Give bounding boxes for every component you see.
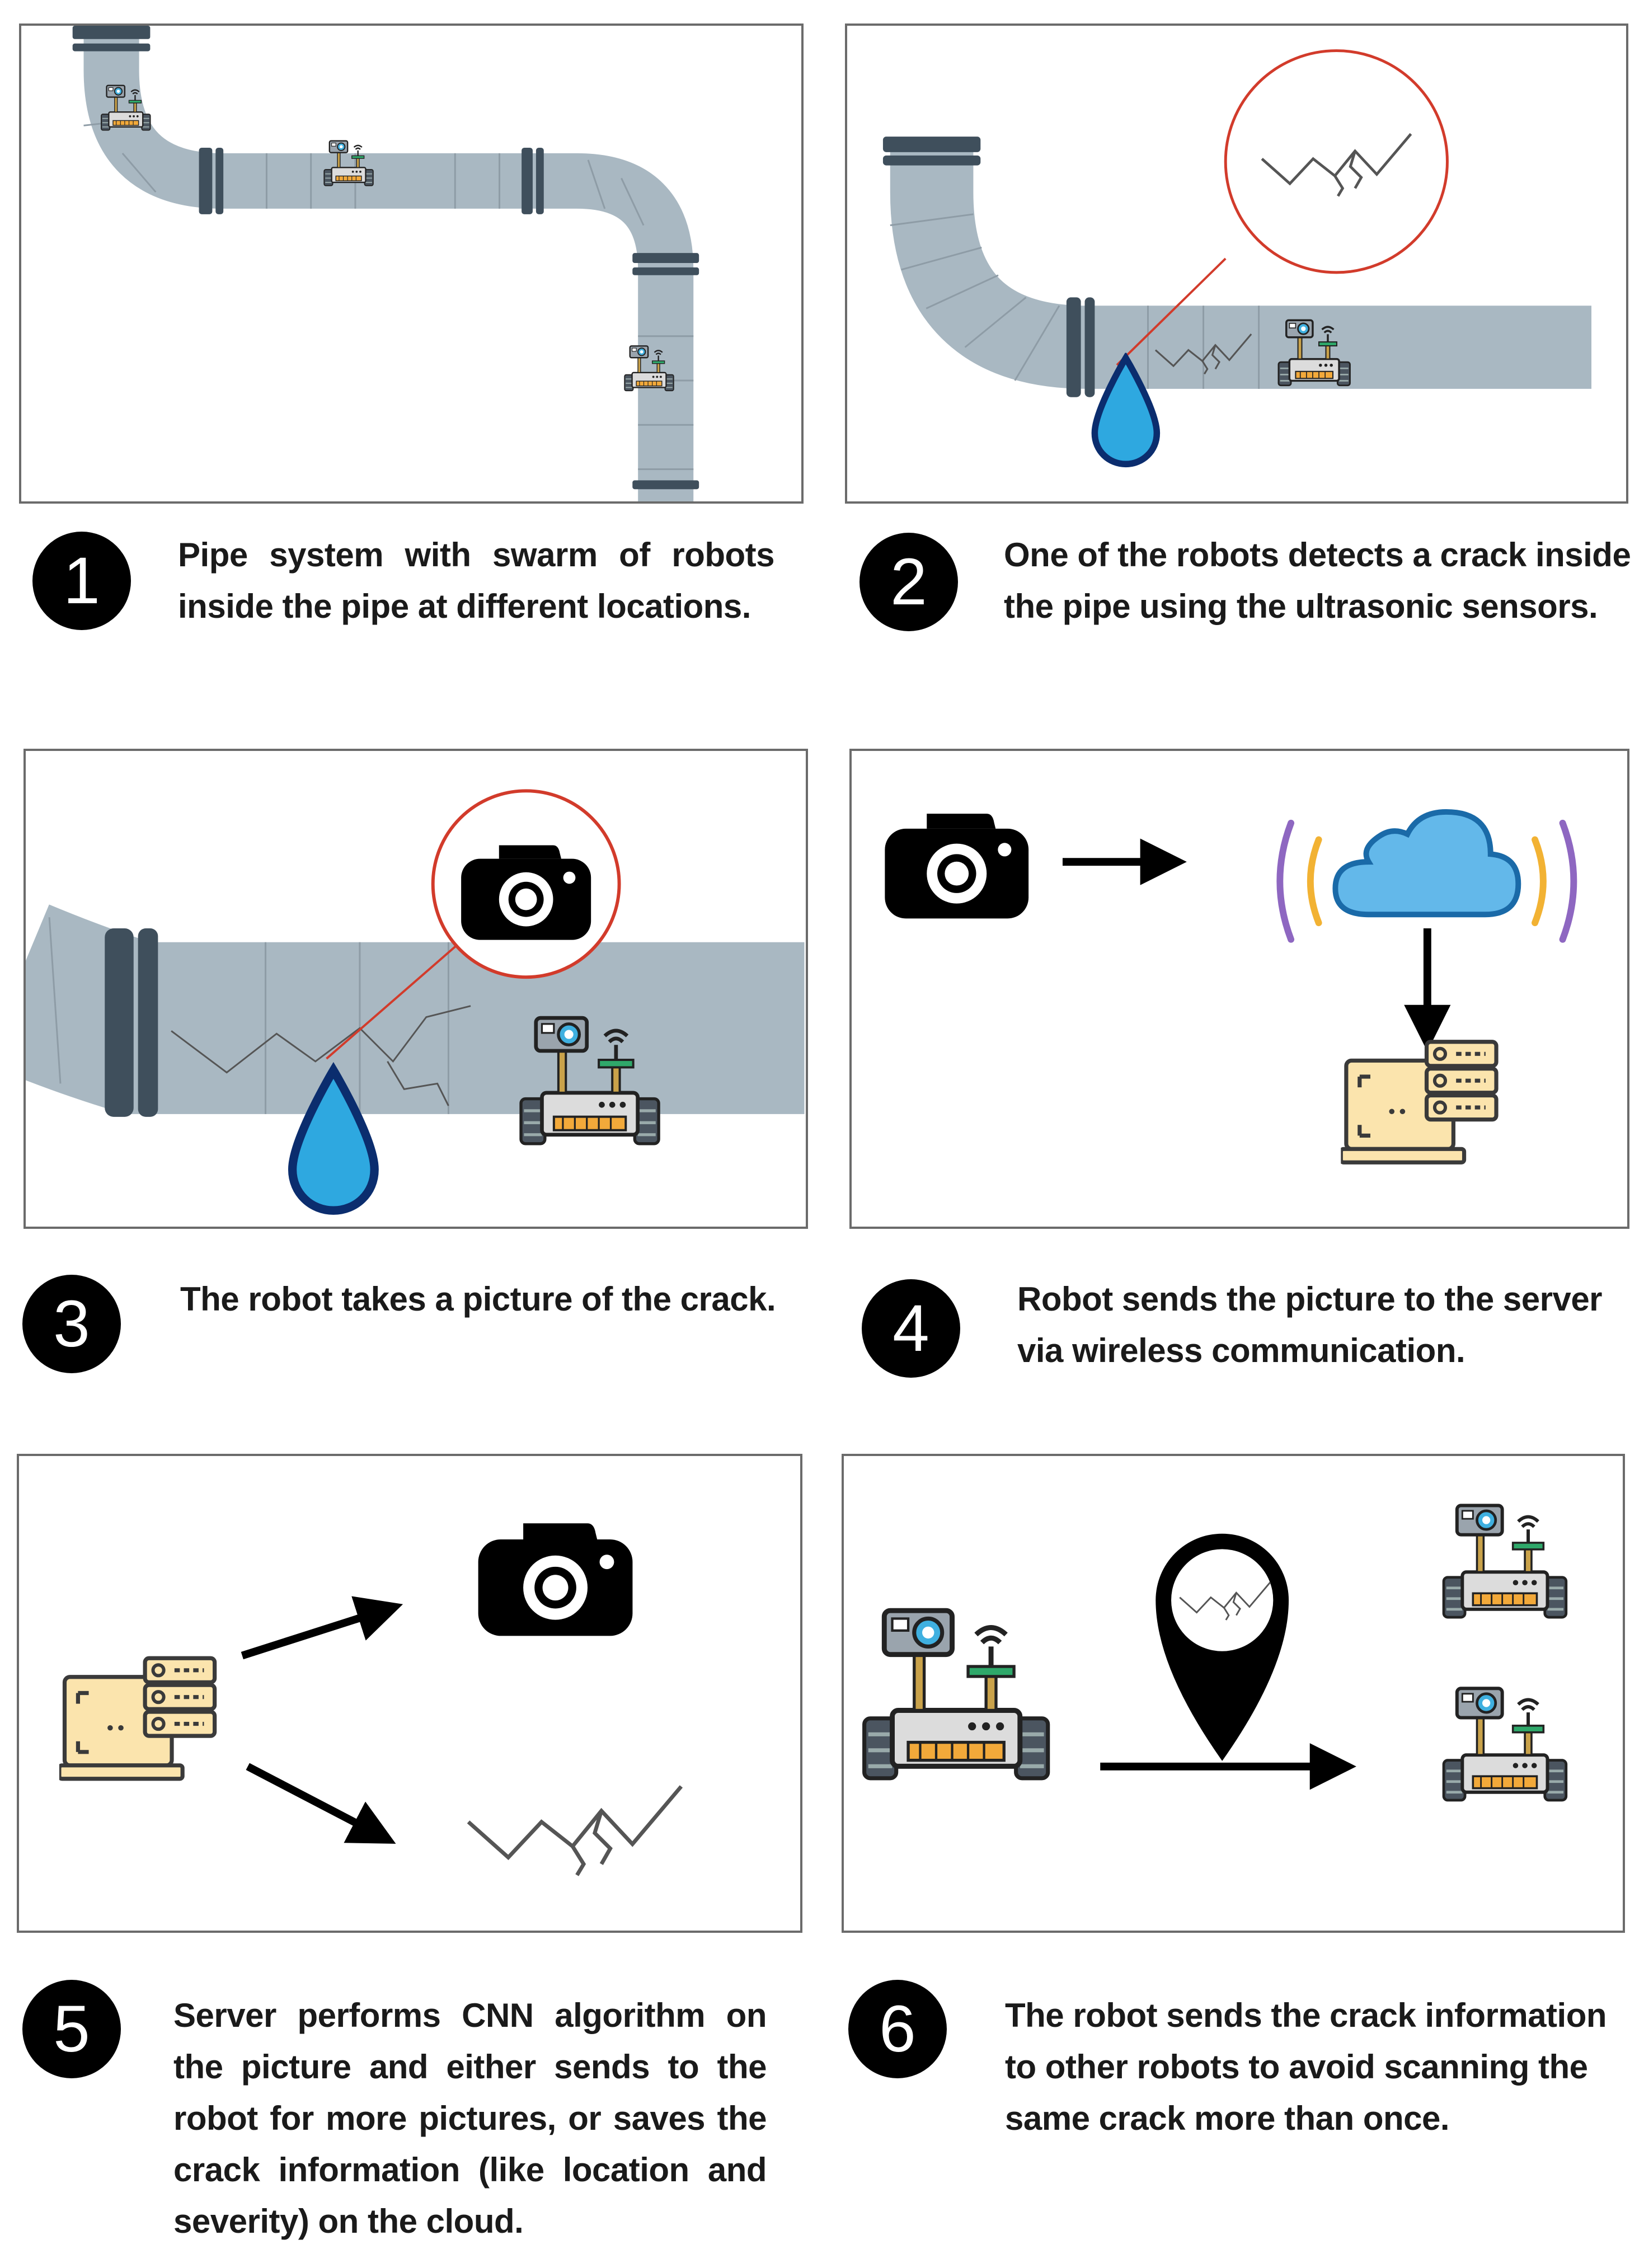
pipe-flanges (105, 928, 158, 1117)
step-caption-1: Pipe system with swarm of robots inside … (178, 536, 775, 625)
robot-icon (865, 1610, 1048, 1778)
step-badge-2: 2 (859, 533, 958, 631)
magnifier-pointer (1116, 257, 1227, 366)
step-caption-2: One of the robots detects a crack inside… (1004, 536, 1631, 625)
step-caption-3: The robot takes a picture of the crack. (180, 1280, 776, 1318)
step-caption-6: The robot sends the crack information to… (1005, 1997, 1607, 2137)
magnifier-pointer (326, 927, 477, 1060)
pipe-flanges (882, 137, 1095, 397)
server-icon (59, 1658, 215, 1778)
share-crack-info-illustration (844, 1456, 1623, 1931)
camera-icon (478, 1523, 633, 1636)
send-to-server-illustration (885, 809, 1577, 1227)
panel-3-take-picture (24, 749, 808, 1229)
cnn-processing-illustration (19, 1523, 800, 1931)
robot-icon (1444, 1688, 1566, 1800)
cloud-icon (1276, 809, 1577, 943)
panel-2-crack-detection (845, 24, 1628, 504)
step-badge-6: 6 (848, 1980, 947, 2078)
panel-5-cnn-processing (17, 1454, 802, 1933)
server-icon (1341, 1042, 1496, 1162)
crack-icon (468, 1786, 681, 1875)
step-caption-4: Robot sends the picture to the server vi… (1017, 1280, 1603, 1369)
step-caption-5: Server performs CNN algorithm on the pic… (173, 1997, 767, 2240)
panel-4-send-to-server (849, 749, 1629, 1229)
pipe-system-illustration (72, 26, 699, 501)
camera-icon (461, 845, 591, 940)
crack-detection-illustration (882, 49, 1592, 501)
step-badge-1: 1 (32, 532, 131, 630)
panel-1-pipe-system (19, 24, 804, 504)
step-badge-5: 5 (22, 1980, 121, 2078)
crack-icon (171, 1005, 471, 1074)
step-badge-3: 3 (22, 1275, 121, 1373)
step-badge-4: 4 (862, 1279, 960, 1378)
map-pin-icon (1156, 1533, 1289, 1761)
magnifier-icon (1224, 49, 1449, 274)
camera-icon (885, 814, 1029, 919)
arrow-icon (241, 1596, 403, 1660)
panel-6-share-crack-info (842, 1454, 1625, 1933)
arrow-icon (246, 1763, 396, 1844)
robot-icon (1444, 1505, 1566, 1617)
take-picture-illustration (26, 789, 805, 1227)
pipe-flanges (72, 26, 699, 490)
